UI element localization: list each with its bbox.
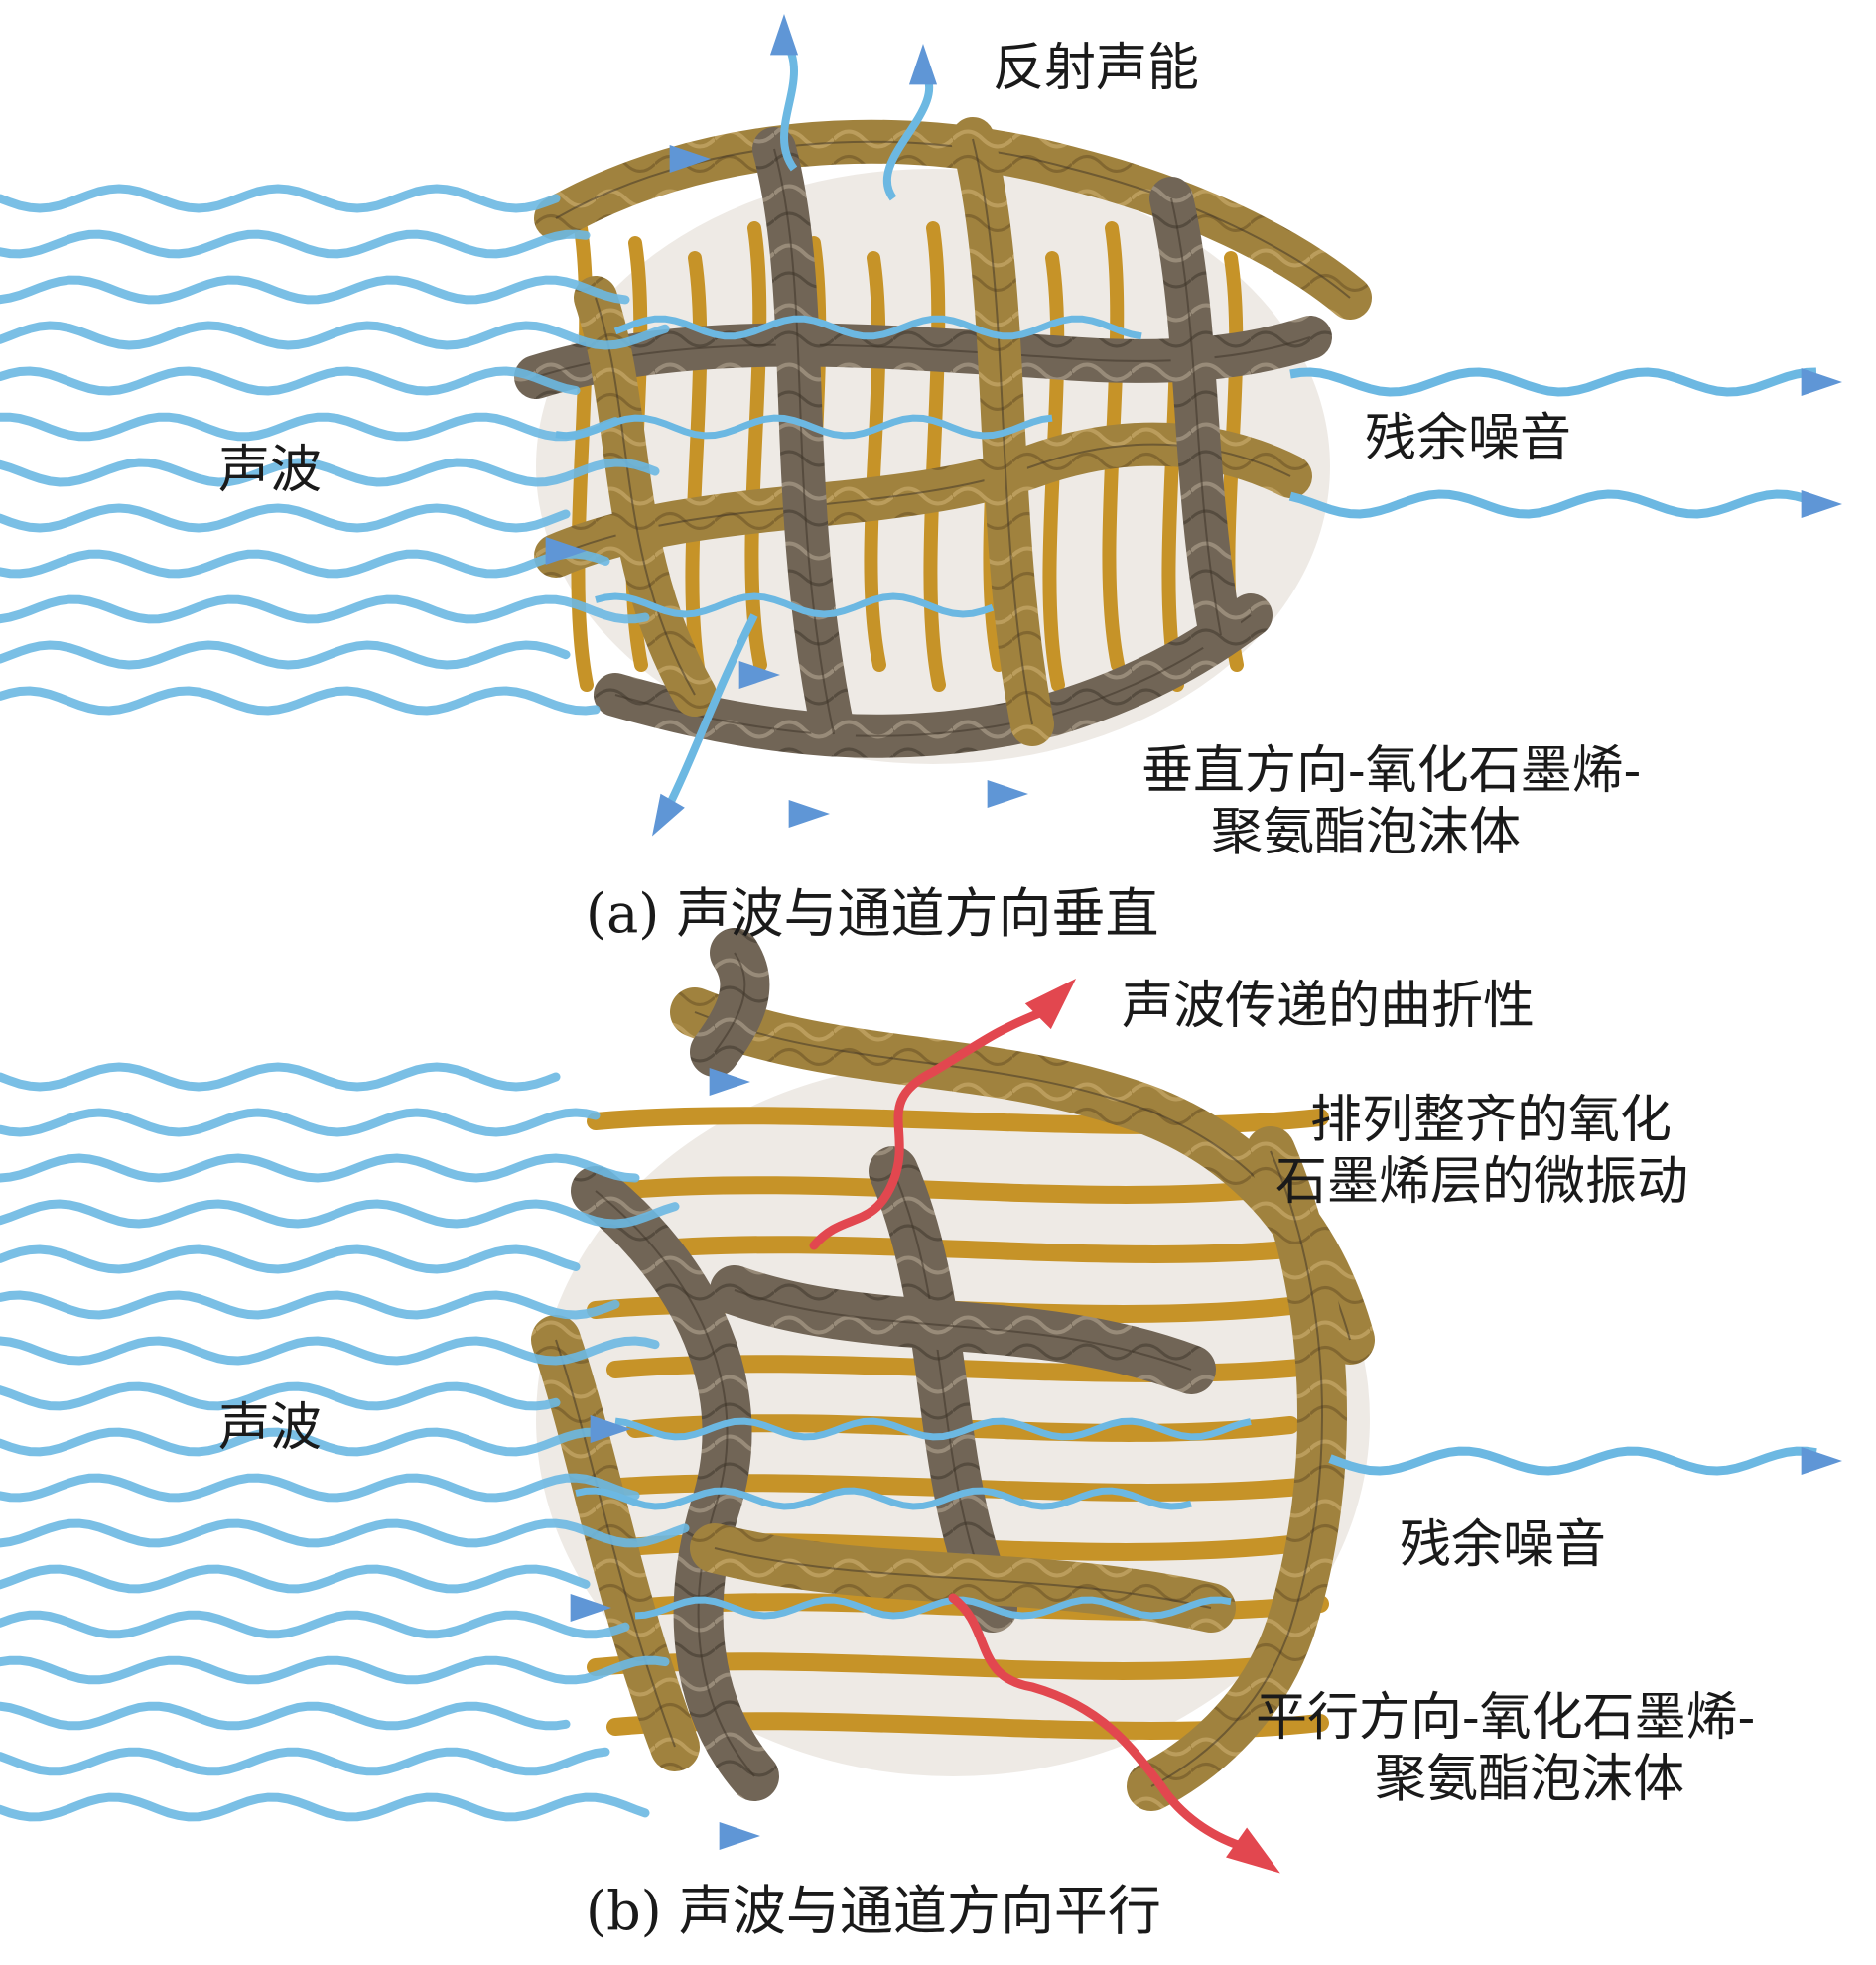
incident-wave-a (0, 458, 660, 487)
incident-wave-a (0, 686, 601, 716)
internal-wave-a (613, 315, 1142, 340)
sound-wave-label-a: 声波 (218, 441, 323, 500)
foam-a-strut (685, 251, 708, 692)
inflow-arrow-b (590, 1414, 631, 1444)
foam-b-sheet-edge (734, 1289, 1192, 1371)
caption-a: (a) 声波与通道方向垂直 (586, 882, 1159, 945)
internal-wave-b (575, 1487, 1192, 1510)
foam-b-sheet-edge (1150, 1150, 1324, 1787)
inflow-arrow-a (545, 536, 587, 566)
foam-a-sheet-edge (773, 148, 835, 735)
wave-arrowheads (545, 14, 1842, 1851)
foam-a (514, 117, 1372, 764)
incident-wave-a (0, 640, 571, 670)
residual-wave-b (1328, 1446, 1817, 1476)
residual-arrow-b (1801, 1446, 1842, 1476)
foam-a-sheet-edge (1170, 197, 1222, 636)
foam-b-sheet-edge (714, 1547, 1212, 1609)
incident-wave-a (0, 549, 610, 579)
tortuous-arrow-up (1024, 978, 1077, 1030)
internal-wave-a (555, 414, 1053, 440)
reflected-arrow-a (769, 14, 799, 56)
residual-wave-a (1289, 367, 1817, 397)
foam-label-b-line1: 平行方向-氧化石墨烯- (1256, 1688, 1756, 1748)
incident-wave-b (0, 1564, 591, 1594)
foam-a-strut (744, 221, 767, 672)
incident-wave-b (0, 1701, 571, 1731)
incident-wave-b (0, 1290, 620, 1320)
vibration-label-line1: 排列整齐的氧化 (1310, 1091, 1673, 1150)
incident-wave-b (0, 1518, 690, 1548)
incident-wave-b (0, 1473, 640, 1503)
foam-a-sheet-edge (614, 614, 1252, 737)
residual-arrow-a (1801, 367, 1842, 397)
incident-wave-a (0, 275, 630, 305)
incident-wave-b (0, 1062, 561, 1092)
incident-wave-b (0, 1655, 670, 1685)
inflow-arrow-a (788, 799, 830, 829)
foam-label-a-line1: 垂直方向-氧化石墨烯- (1141, 741, 1642, 801)
incident-wave-b (0, 1792, 650, 1822)
foam-b-strut (626, 1236, 1329, 1263)
tortuous-paths (809, 978, 1280, 1874)
incident-wave-a (0, 594, 650, 624)
inflow-arrow-a (669, 144, 711, 174)
incident-wave-a (0, 229, 591, 259)
foam-b (531, 928, 1375, 1811)
reflected-arrow-a-down (652, 793, 685, 837)
sound-waves (0, 37, 1818, 1822)
foam-b-sheet-edge (555, 1339, 676, 1748)
inflow-arrow-b (719, 1821, 760, 1851)
residual-noise-label-b: 残余噪音 (1400, 1515, 1607, 1575)
foam-label-a-line2: 聚氨酯泡沫体 (1211, 803, 1522, 862)
incident-wave-b (0, 1610, 630, 1639)
incident-wave-a (0, 412, 620, 442)
foam-label-b-line2: 聚氨酯泡沫体 (1375, 1750, 1685, 1809)
reflected-wave-a-down (661, 613, 758, 816)
incident-wave-b (0, 1153, 640, 1183)
tortuosity-label: 声波传递的曲折性 (1122, 977, 1536, 1036)
incident-wave-b (0, 1336, 660, 1366)
foam-a-strut (864, 251, 886, 672)
incident-wave-b (0, 1108, 601, 1137)
residual-arrow-a (1801, 489, 1842, 519)
inflow-arrow-a (738, 660, 780, 690)
tortuous-arrow-down (1226, 1827, 1280, 1874)
foam-a-sheet-edge (972, 138, 1033, 725)
internal-wave-b (614, 1417, 1252, 1441)
incident-wave-b (0, 1381, 561, 1411)
inflow-arrow-a (987, 779, 1028, 809)
incident-wave-b (0, 1427, 601, 1457)
foam-b-sheet-edge (714, 952, 746, 1053)
incident-wave-a (0, 366, 581, 396)
foam-b-sheet-edge (892, 1170, 994, 1609)
incident-wave-a (0, 321, 670, 350)
incident-wave-b (0, 1747, 610, 1776)
inflow-arrow-b (709, 1067, 750, 1097)
vibration-label-line2: 石墨烯层的微振动 (1275, 1152, 1689, 1212)
foam-b-sheet-edge (595, 1190, 755, 1777)
internal-wave-a (595, 592, 995, 618)
foam-b-strut (606, 1176, 1299, 1204)
tortuous-path-down (948, 1593, 1246, 1851)
foam-a-strut (923, 221, 946, 692)
residual-wave-a (1288, 489, 1818, 519)
residual-noise-label-a: 残余噪音 (1365, 409, 1572, 468)
incident-wave-b (0, 1199, 680, 1229)
tortuous-path-up (809, 1007, 1047, 1250)
reflected-energy-label: 反射声能 (993, 39, 1200, 98)
caption-b: (b) 声波与通道方向平行 (586, 1880, 1161, 1942)
sound-wave-label-b: 声波 (218, 1398, 323, 1458)
foam-b-sheet (690, 928, 770, 1077)
incident-wave-a (0, 184, 561, 213)
incident-wave-b (0, 1244, 581, 1274)
incident-wave-a (0, 503, 571, 533)
internal-wave-b (634, 1596, 1232, 1620)
inflow-arrow-b (570, 1593, 611, 1623)
reflected-arrow-a (908, 44, 938, 85)
